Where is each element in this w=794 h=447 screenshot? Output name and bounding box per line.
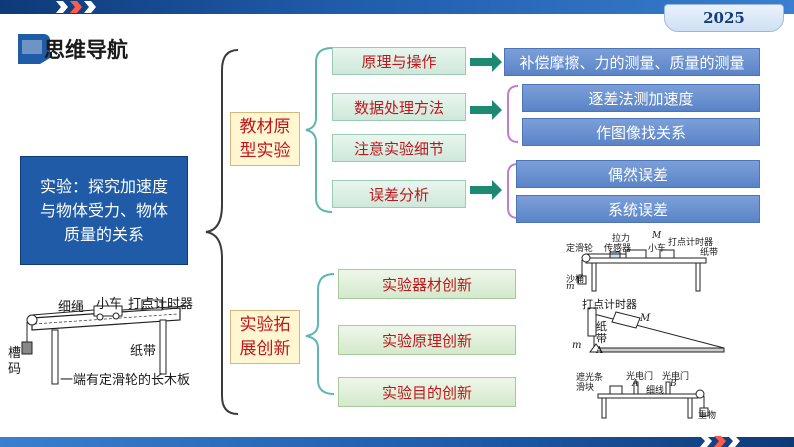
- apparatus-diagram-incline: [587, 307, 725, 353]
- apparatus-diagram-force-sensor: [577, 249, 707, 292]
- branch-label-line: 展创新: [239, 339, 291, 359]
- bottom-banner: [0, 437, 794, 447]
- fig1-mass-label: M: [652, 231, 662, 241]
- branch-textbook-label: 教材原型实验: [230, 112, 300, 166]
- fig1-sand-label: 沙桶: [566, 275, 585, 285]
- year-badge: 2025: [664, 4, 784, 32]
- fig2-timer-label: 打点计时器: [582, 298, 637, 311]
- innovation-item: 实验目的创新: [338, 377, 516, 407]
- label-rope: 细绳: [58, 300, 85, 315]
- label-cart: 小车: [96, 297, 123, 312]
- branch-innovation-label: 实验拓展创新: [230, 310, 300, 364]
- textbook-item: 原理与操作: [332, 47, 466, 75]
- apparatus-diagram-left: [21, 299, 189, 385]
- stripe-decoration: [56, 1, 96, 13]
- fig1-cart-label: 小车: [648, 244, 667, 254]
- apparatus-diagram-photogate: [597, 381, 709, 419]
- fig1-sensor-label: 传感器: [604, 244, 632, 254]
- label-tape: 纸带: [130, 344, 157, 359]
- fig3-rope-label: 细线: [646, 386, 665, 396]
- stripe-decoration: [700, 436, 740, 447]
- fig3-gate-label: 光电门: [662, 372, 690, 382]
- central-topic-line: 实验：探究加速度: [39, 176, 168, 196]
- fig2-point-label: A: [596, 346, 603, 356]
- branch-label-line: 型实验: [239, 141, 291, 161]
- label-board: 一端有定滑轮的长木板: [60, 373, 191, 388]
- branch-label-line: 实验拓: [239, 315, 291, 335]
- branch-label-line: 教材原: [239, 117, 291, 137]
- fig1-timer-label: 打点计时器: [668, 238, 714, 248]
- leaf-node: 逐差法测加速度: [522, 84, 760, 112]
- fig2-m-label: m: [572, 340, 582, 351]
- fig1-m-label: m: [566, 282, 575, 292]
- leaf-node: 偶然误差: [516, 160, 760, 188]
- fig3-weight-label: 重物: [698, 411, 717, 421]
- leaf-node: 补偿摩擦、力的测量、质量的测量: [504, 48, 760, 76]
- fig1-tape-label: 纸带: [700, 248, 719, 258]
- fig3-slider-label: 滑块: [576, 383, 595, 393]
- innovation-item: 实验原理创新: [338, 325, 516, 355]
- fig1-sensor-label: 拉力: [612, 234, 631, 244]
- fig2-tape-label: 纸: [596, 320, 607, 333]
- fig3-gate-label: 光电门: [626, 372, 654, 382]
- fig1-pulley-label: 定滑轮: [566, 244, 594, 254]
- central-topic-line: 与物体受力、物体: [39, 200, 168, 220]
- fig2-tape-label: 带: [596, 332, 607, 345]
- page-title: 思维导航: [44, 38, 128, 62]
- fig3-b-label: B: [670, 379, 677, 389]
- textbook-item: 注意实验细节: [332, 134, 466, 162]
- top-banner: [0, 0, 794, 14]
- label-weight: 码: [8, 362, 22, 377]
- central-topic-line: 质量的关系: [63, 224, 144, 244]
- fig3-shade-label: 遮光条: [576, 373, 604, 383]
- label-weight: 槽: [8, 346, 22, 361]
- central-topic: 实验：探究加速度 与物体受力、物体 质量的关系: [20, 156, 188, 265]
- innovation-item: 实验器材创新: [338, 269, 516, 299]
- leaf-node: 系统误差: [516, 195, 760, 223]
- leaf-node: 作图像找关系: [522, 118, 760, 146]
- fig3-a-label: A: [632, 379, 639, 389]
- textbook-item: 误差分析: [332, 180, 466, 208]
- fig2-mass-label: M: [640, 313, 651, 324]
- textbook-item: 数据处理方法: [332, 93, 466, 121]
- title-shape-icon: [18, 34, 50, 64]
- label-timer: 打点计时器: [128, 297, 194, 312]
